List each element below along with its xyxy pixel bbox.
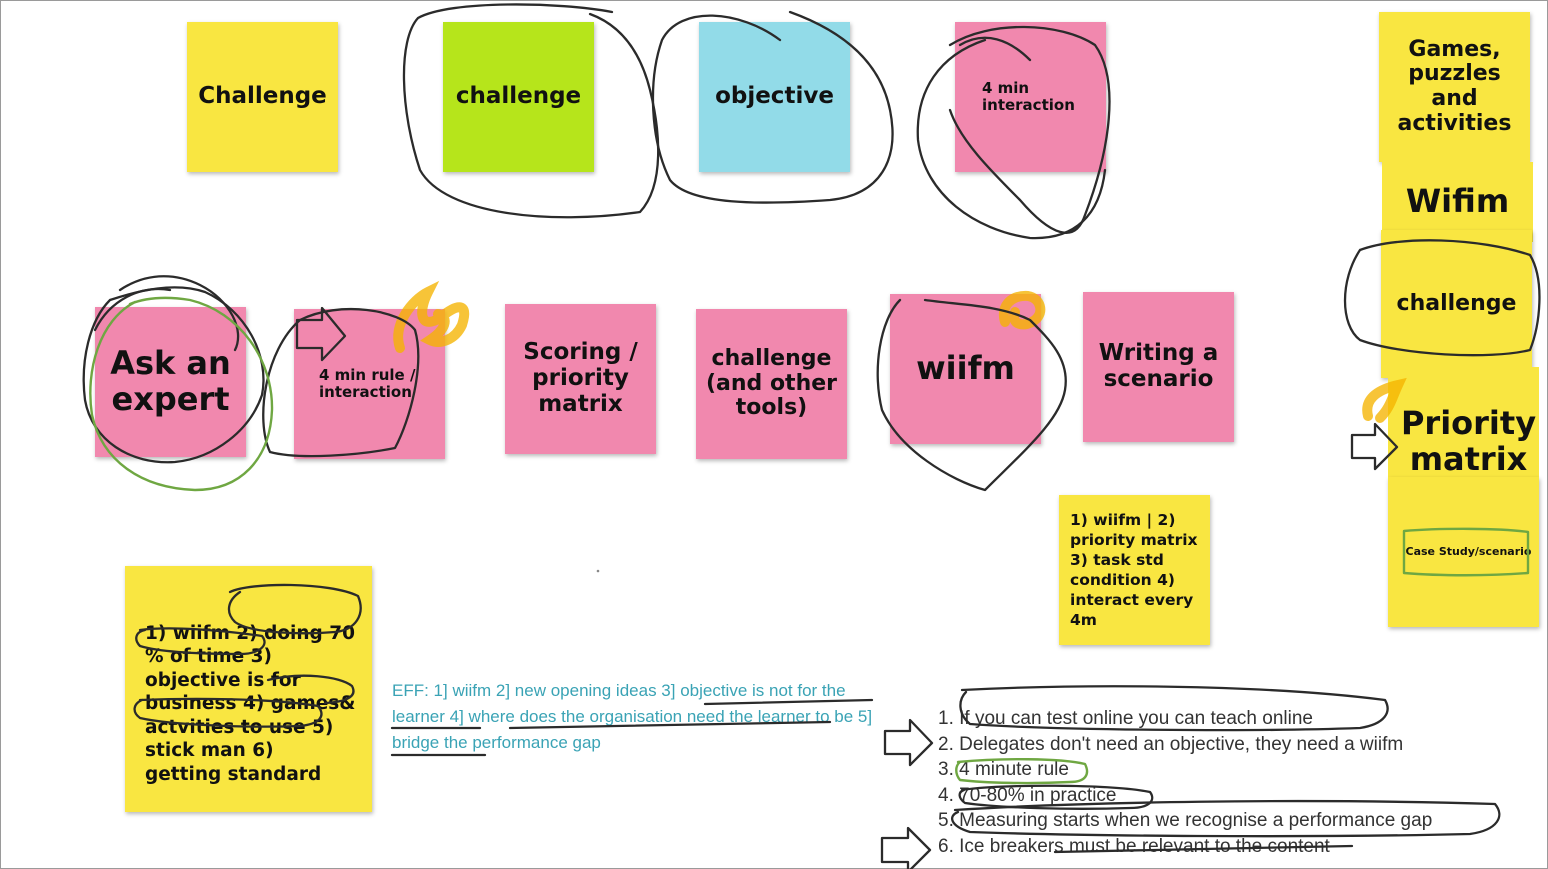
list-item: 4. 70-80% in practice	[938, 784, 1117, 806]
sticky-note-text: 4 min rule / interaction	[319, 366, 416, 401]
sticky-note-wifim[interactable]: Wifim	[1382, 162, 1533, 242]
sticky-note-text: 1) wiifm 2) doing 70 % of time 3) object…	[145, 622, 356, 785]
eff-text: EFF: 1] wiifm 2] new opening ideas 3] ob…	[392, 681, 873, 752]
list-item: 3. 4 minute rule	[938, 759, 1069, 781]
sticky-note-text: Games, puzzles and activities	[1397, 36, 1512, 136]
sticky-note-challenge-tools[interactable]: challenge (and other tools)	[696, 309, 847, 459]
sticky-note-4-min-rule[interactable]: 4 min rule / interaction	[294, 309, 445, 459]
sticky-note-challenge[interactable]: Challenge	[187, 22, 338, 172]
sticky-note-text: Wifim	[1405, 182, 1510, 221]
sticky-note-text: objective	[715, 83, 834, 110]
sticky-note-case-study[interactable]: Case Study/scenario	[1388, 477, 1539, 627]
sticky-note-text: Ask an expert	[110, 344, 231, 418]
sticky-note-text: 1) wiifm | 2) priority matrix 3) task st…	[1070, 510, 1198, 630]
eff-text-box[interactable]: EFF: 1] wiifm 2] new opening ideas 3] ob…	[392, 678, 882, 756]
sticky-note-text: Writing a scenario	[1098, 340, 1219, 392]
sticky-note-text: challenge (and other tools)	[705, 346, 838, 421]
sticky-note-text: wiifm	[916, 349, 1015, 388]
sticky-note-text: Scoring / priority matrix	[523, 339, 638, 417]
list-item: 1. If you can test online you can teach …	[938, 708, 1313, 729]
sticky-note-wiifm[interactable]: wiifm	[890, 294, 1041, 444]
sticky-note-text: challenge	[455, 83, 582, 110]
list-item: 2. Delegates don't need an objective, th…	[938, 733, 1404, 755]
sticky-note-scoring-priority-matrix[interactable]: Scoring / priority matrix	[505, 304, 656, 454]
sticky-note-text: challenge	[1396, 290, 1517, 316]
sticky-note-text: Priority matrix	[1400, 404, 1537, 478]
list-item: 5. Measuring starts when we recognise a …	[938, 810, 1433, 832]
sticky-note-ask-an-expert[interactable]: Ask an expert	[95, 307, 246, 457]
sticky-note-games-puzzles[interactable]: Games, puzzles and activities	[1379, 12, 1530, 162]
sticky-note-wiifm-list[interactable]: 1) wiifm | 2) priority matrix 3) task st…	[1059, 495, 1210, 645]
sticky-note-writing-a-scenario[interactable]: Writing a scenario	[1083, 292, 1234, 442]
list-item: 6. Ice breakers must be relevant to the …	[938, 835, 1330, 857]
sticky-note-4-min-interaction[interactable]: 4 min interaction	[955, 22, 1106, 172]
sticky-note-text: Case Study/scenario	[1405, 544, 1532, 558]
sticky-note-objective[interactable]: objective	[699, 22, 850, 172]
sticky-note-text: 4 min interaction	[982, 79, 1075, 114]
key-points-list[interactable]: 1. If you can test online you can teach …	[938, 706, 1538, 860]
sticky-note-text: Challenge	[198, 83, 327, 110]
sticky-note-challenge-green[interactable]: challenge	[443, 22, 594, 172]
sticky-note-challenge-right[interactable]: challenge	[1381, 230, 1532, 378]
sticky-note-wiifm-summary[interactable]: 1) wiifm 2) doing 70 % of time 3) object…	[125, 566, 372, 812]
